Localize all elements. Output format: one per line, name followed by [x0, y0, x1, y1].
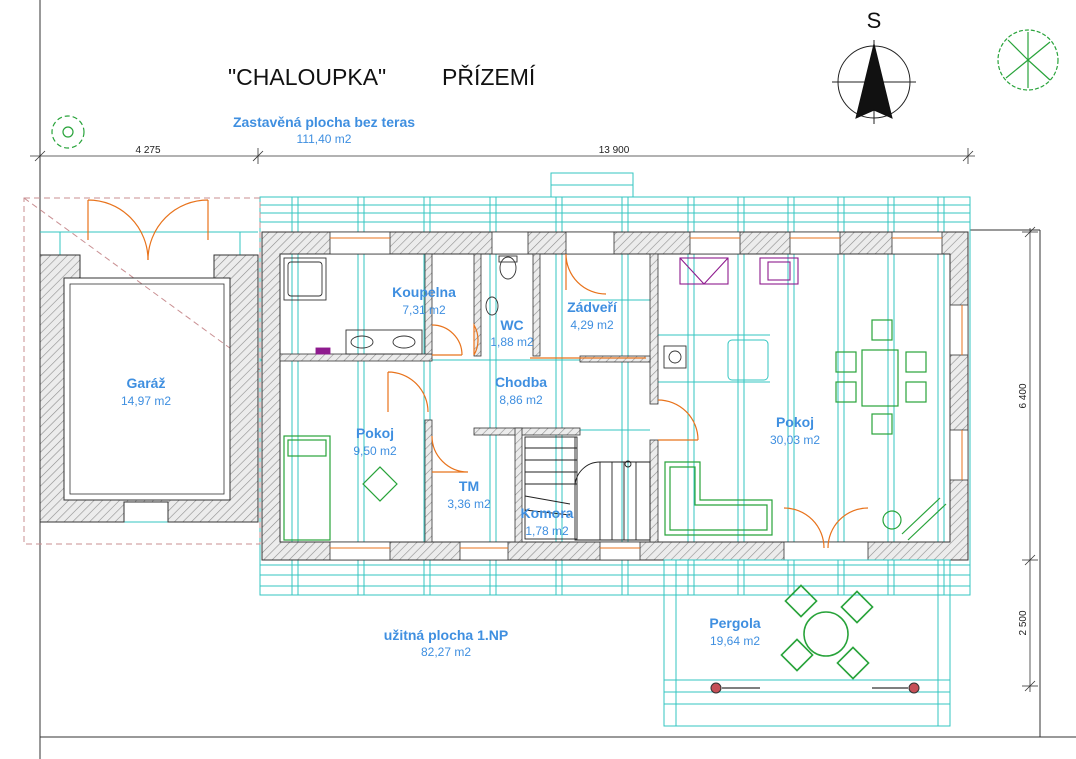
shrub-icon [51, 115, 85, 149]
room-wc-area: 1,88 m2 [490, 335, 534, 349]
room-storage-name: Komora [521, 505, 574, 521]
kitchen-appliances [679, 257, 799, 285]
room-bathroom-name: Koupelna [392, 284, 456, 300]
stairs [524, 436, 651, 541]
room-wc-name: WC [500, 317, 523, 333]
room-garage-name: Garáž [127, 375, 166, 391]
north-label: S [867, 8, 882, 33]
garage-walls [39, 254, 259, 523]
usable-area-label: užitná plocha 1.NP [384, 627, 508, 643]
room-tm-area: 3,36 m2 [447, 497, 491, 511]
plan-floor: PŘÍZEMÍ [442, 64, 536, 90]
usable-area-value: 82,27 m2 [421, 645, 471, 659]
north-arrow-icon [832, 40, 916, 124]
house-walls [261, 231, 969, 561]
pergola [663, 559, 951, 727]
built-area-label: Zastavěná plocha bez teras [233, 114, 415, 130]
room-pergola-area: 19,64 m2 [710, 634, 760, 648]
built-area-value: 111,40 m2 [297, 132, 352, 146]
dimension-house-depth: 6 400 [1018, 383, 1029, 408]
room-tm-name: TM [459, 478, 479, 494]
room-garage-area: 14,97 m2 [121, 394, 171, 408]
dimension-garage-width: 4 275 [135, 145, 160, 156]
dimension-pergola-depth: 2 500 [1018, 610, 1029, 635]
room-hall-area: 8,86 m2 [499, 393, 543, 407]
room-bathroom-area: 7,31 m2 [402, 303, 446, 317]
room-pergola-name: Pergola [709, 615, 761, 631]
room-living-room-area: 30,03 m2 [770, 433, 820, 447]
room-entrance-name: Zádveří [567, 299, 618, 315]
plan-title: "CHALOUPKA" [228, 64, 386, 90]
room-storage-area: 1,78 m2 [525, 524, 569, 538]
room-small-room-name: Pokoj [356, 425, 394, 441]
tree-icon [997, 29, 1059, 91]
dimension-house-width: 13 900 [599, 145, 630, 156]
furniture [283, 319, 947, 541]
roof-beams [259, 172, 971, 596]
room-small-room-area: 9,50 m2 [353, 444, 397, 458]
room-hall-name: Chodba [495, 374, 547, 390]
doors [87, 199, 869, 549]
bathroom-fixtures [283, 255, 687, 369]
room-entrance-area: 4,29 m2 [570, 318, 614, 332]
room-living-room-name: Pokoj [776, 414, 814, 430]
dimension-lines [30, 148, 1038, 692]
